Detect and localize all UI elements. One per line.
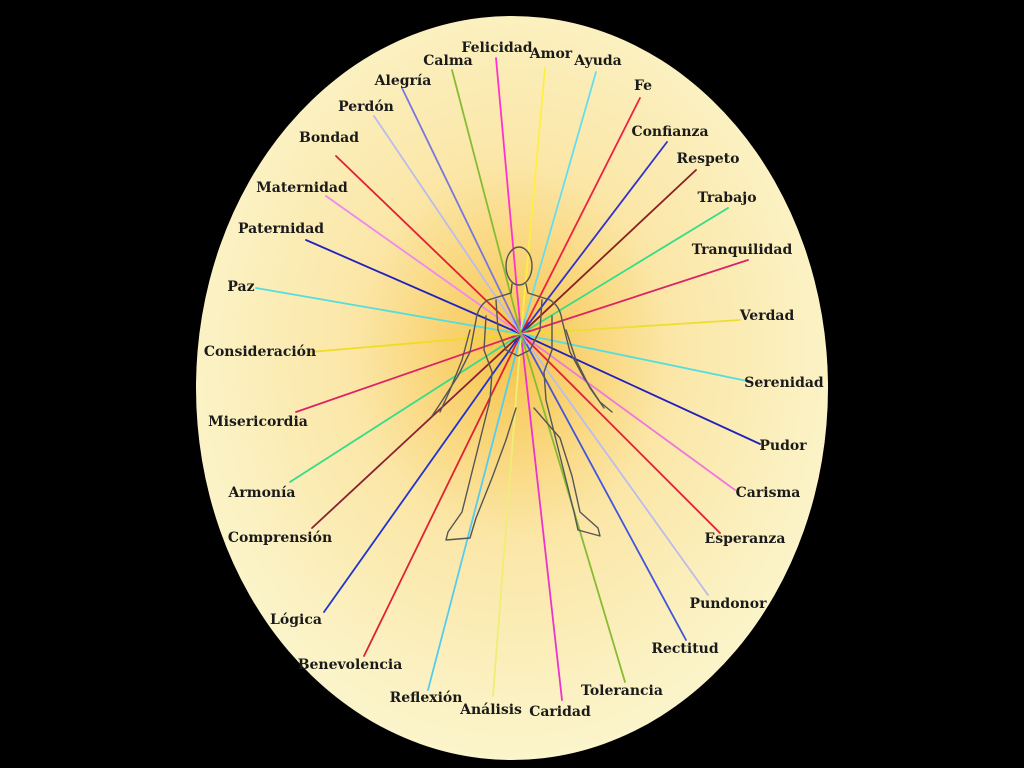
label-perdon: Perdón xyxy=(338,99,394,115)
label-serenidad: Serenidad xyxy=(744,375,824,391)
ray-analisis xyxy=(492,318,524,697)
label-tranquilidad: Tranquilidad xyxy=(692,242,793,258)
label-rectitud: Rectitud xyxy=(651,641,718,657)
label-logica: Lógica xyxy=(270,612,322,628)
label-benevolencia: Benevolencia xyxy=(298,657,403,673)
label-calma: Calma xyxy=(423,53,472,69)
label-esperanza: Esperanza xyxy=(705,531,786,547)
ray-comprension xyxy=(311,325,531,529)
human-figure-outline xyxy=(431,246,613,541)
ray-ayuda xyxy=(517,71,597,346)
ray-amor xyxy=(519,67,546,346)
label-respeto: Respeto xyxy=(677,151,740,167)
figure-body xyxy=(431,283,613,541)
ray-paternidad xyxy=(305,239,531,339)
ray-armonia xyxy=(289,327,532,483)
label-carisma: Carisma xyxy=(736,485,801,501)
ray-reflexion xyxy=(427,318,526,691)
label-ayuda: Ayuda xyxy=(573,53,621,69)
label-armonia: Armonía xyxy=(228,485,296,501)
label-pundonor: Pundonor xyxy=(690,596,768,612)
label-pudor: Pudor xyxy=(759,438,807,454)
ray-tranquilidad xyxy=(511,259,749,338)
ray-maternidad xyxy=(325,195,530,341)
ray-rectitud xyxy=(513,320,687,641)
label-trabajo: Trabajo xyxy=(697,190,756,206)
ray-logica xyxy=(323,321,530,613)
label-alegria: Alegría xyxy=(374,73,432,89)
ray-trabajo xyxy=(511,207,729,340)
label-tolerancia: Tolerancia xyxy=(581,683,663,699)
label-reflexion: Reflexión xyxy=(390,690,463,706)
label-amor: Amor xyxy=(529,46,573,62)
ray-respeto xyxy=(513,169,697,342)
background-ellipse xyxy=(196,16,828,760)
ray-felicidad xyxy=(495,57,523,346)
label-felicidad: Felicidad xyxy=(461,40,532,56)
label-maternidad: Maternidad xyxy=(256,180,348,196)
label-analisis: Análisis xyxy=(459,702,522,718)
ray-calma xyxy=(451,69,525,346)
ray-pundonor xyxy=(512,322,709,596)
label-fe: Fe xyxy=(634,78,652,94)
label-consideracion: Consideración xyxy=(204,344,316,360)
label-comprension: Comprensión xyxy=(228,530,332,546)
figure-arms xyxy=(439,329,605,413)
label-paz: Paz xyxy=(227,279,254,295)
ray-perdon xyxy=(373,115,528,344)
label-confianza: Confianza xyxy=(631,124,708,140)
label-caridad: Caridad xyxy=(529,704,591,720)
ray-caridad xyxy=(518,318,563,701)
label-paternidad: Paternidad xyxy=(238,221,324,237)
ray-confianza xyxy=(514,141,668,343)
label-misericordia: Misericordia xyxy=(208,414,308,430)
ray-benevolencia xyxy=(363,320,529,657)
label-verdad: Verdad xyxy=(739,308,795,324)
figure-head xyxy=(505,246,533,286)
ray-consideracion xyxy=(309,332,531,353)
ray-alegria xyxy=(401,87,527,345)
ray-verdad xyxy=(511,319,741,336)
ray-misericordia xyxy=(295,329,531,413)
ray-fe xyxy=(515,97,641,345)
ray-pudor xyxy=(510,328,761,445)
label-bondad: Bondad xyxy=(299,130,359,146)
